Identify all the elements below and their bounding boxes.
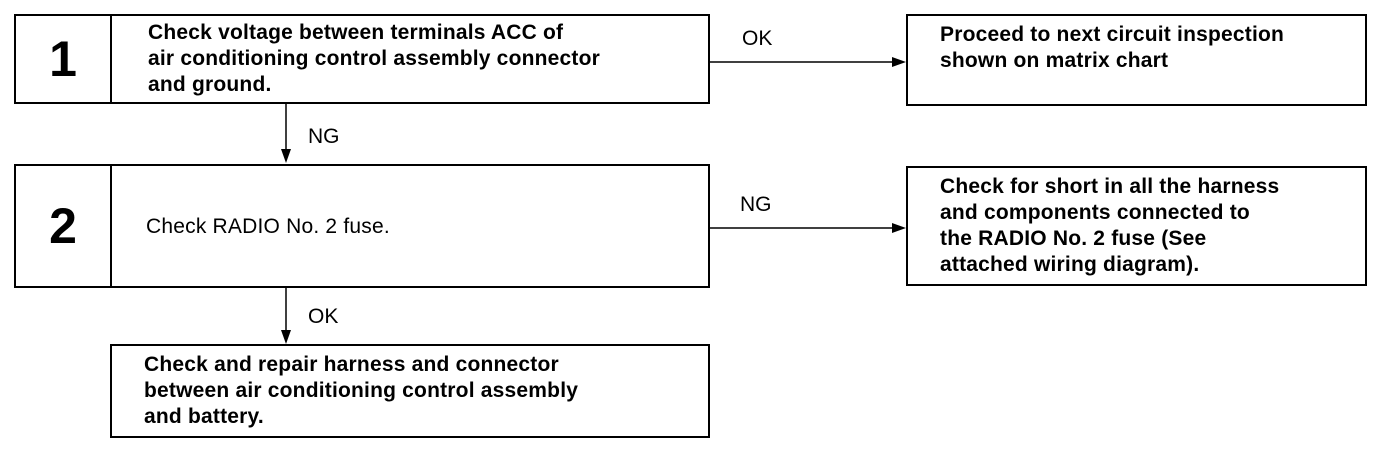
step-1-ok-result-text: Proceed to next circuit inspection shown… [940, 23, 1285, 72]
step-2-text: Check RADIO No. 2 fuse. [146, 215, 390, 238]
step-2-ng-label: NG [740, 193, 772, 216]
step-1-box: 1 Check voltage between terminals ACC of… [14, 14, 710, 104]
step-1-ok-label: OK [742, 27, 773, 50]
step-2-number: 2 [16, 166, 112, 286]
arrowhead-step1-ng [281, 149, 291, 163]
step-2-box: 2 Check RADIO No. 2 fuse. [14, 164, 710, 288]
arrowhead-step1-ok [892, 57, 906, 67]
step-2-ng-result-text: Check for short in all the harness and c… [940, 175, 1280, 276]
arrowhead-step2-ok [281, 330, 291, 344]
arrowhead-step2-ng [892, 223, 906, 233]
step-2-ok-label: OK [308, 305, 339, 328]
step-2-ok-result-box: Check and repair harness and connector b… [110, 344, 710, 438]
step-2-ok-result-text: Check and repair harness and connector b… [144, 353, 579, 428]
step-2-ng-result-box: Check for short in all the harness and c… [906, 166, 1367, 286]
step-1-number: 1 [16, 16, 112, 102]
step-1-ng-label: NG [308, 125, 340, 148]
step-1-ok-result-box: Proceed to next circuit inspection shown… [906, 14, 1367, 106]
step-1-text: Check voltage between terminals ACC of a… [148, 21, 600, 96]
